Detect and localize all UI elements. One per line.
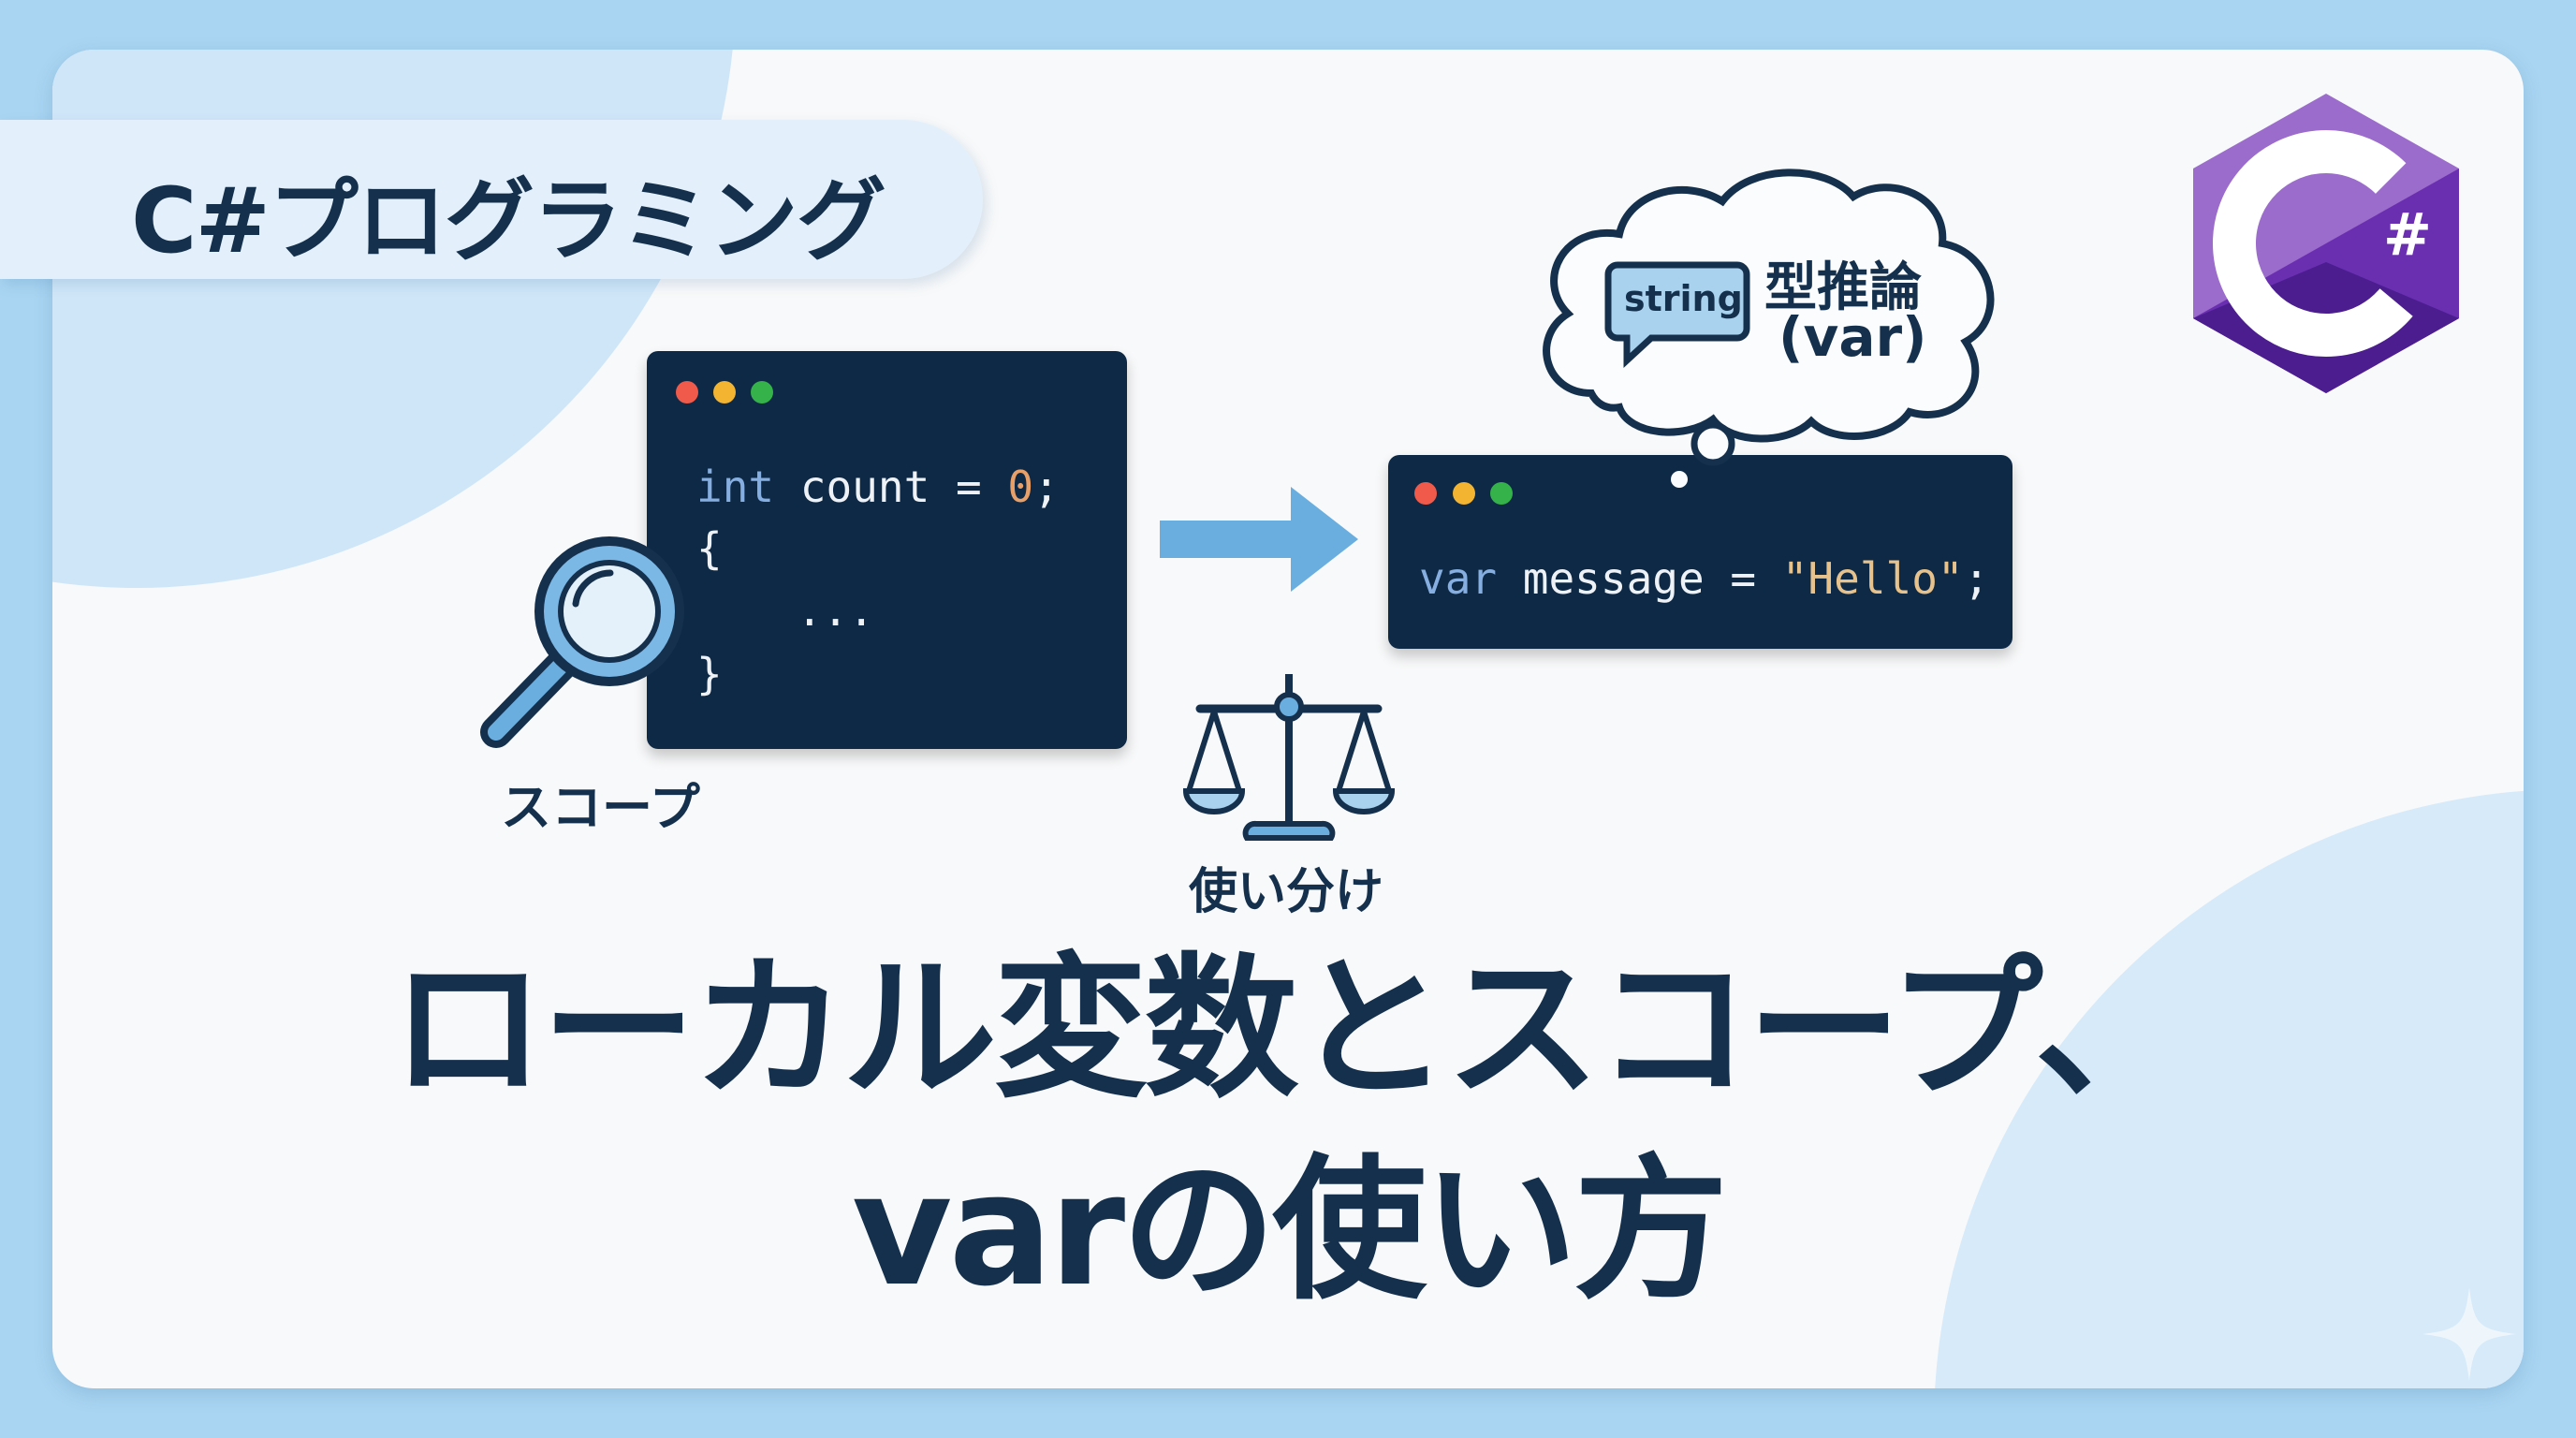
code-line: { [696,523,723,574]
usage-label: 使い分け [1189,864,1384,920]
code-line: var message = "Hello"; [1419,553,1990,604]
logo-hash: # [2383,200,2432,269]
window-dot-yellow [1453,482,1475,505]
scope-label: スコープ [501,778,700,837]
code-window-scope: int count = 0; { ... } [647,351,1127,749]
window-dot-yellow [713,381,736,404]
category-badge: C#プログラミング [0,120,983,279]
main-title-line1: ローカル変数とスコープ、 [390,939,2188,1119]
code-line: ... [797,585,875,636]
balance-scale-icon [1182,674,1396,841]
string-type-tag: string [1624,278,1743,319]
var-label: (var) [1778,305,1927,369]
magnifier-icon [480,536,684,748]
type-inference-label: 型推論 [1764,257,1922,318]
window-dot-green [1490,482,1513,505]
arrow-right-icon [1160,487,1358,592]
sparkle-icon [2422,1287,2516,1381]
code-window-var: var message = "Hello"; [1388,455,2012,649]
code-line: int count = 0; [696,462,1060,512]
window-dot-green [751,381,773,404]
csharp-logo: # [2193,94,2459,393]
category-label: C#プログラミング [131,169,886,273]
window-dot-red [1414,482,1437,505]
main-title-line2: varの使い方 [851,1140,1728,1320]
thought-cloud [1543,169,1995,488]
window-dot-red [676,381,698,404]
code-line: } [696,649,723,699]
